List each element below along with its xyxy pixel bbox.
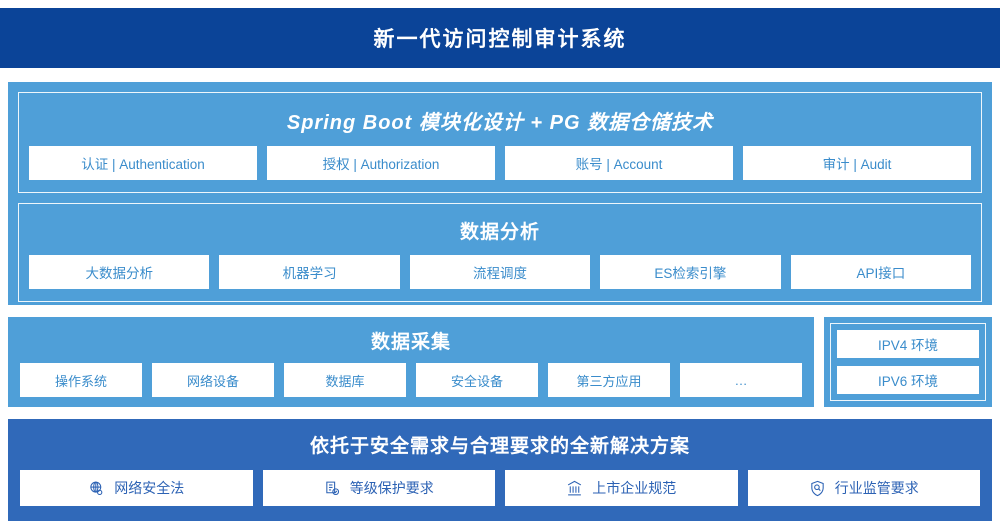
chip-api-interface[interactable]: API接口 [790, 255, 972, 289]
chip-account[interactable]: 账号 | Account [505, 146, 733, 180]
shield-search-icon [809, 480, 826, 497]
header-bar: 新一代访问控制审计系统 [0, 8, 1000, 68]
solution-panel: 依托于安全需求与合理要求的全新解决方案 网络安全法 [8, 419, 992, 521]
chip-label: 上市企业规范 [592, 480, 677, 496]
chip-machine-learning[interactable]: 机器学习 [219, 255, 400, 289]
platform-panel: Spring Boot 模块化设计 + PG 数据仓储技术 认证 | Authe… [8, 82, 992, 305]
solution-chip-row: 网络安全法 等级保护要求 [20, 470, 980, 506]
collection-panel: 数据采集 操作系统 网络设备 数据库 安全设备 第三方应用 … [8, 317, 814, 407]
chip-big-data-analysis[interactable]: 大数据分析 [29, 255, 210, 289]
page-title: 新一代访问控制审计系统 [373, 28, 627, 51]
bank-icon [566, 480, 583, 497]
chip-cybersecurity-law[interactable]: 网络安全法 [20, 470, 253, 506]
analysis-block-title: 数据分析 [459, 222, 540, 243]
platform-chip-row: 认证 | Authentication 授权 | Authorization 账… [29, 146, 971, 180]
chip-label: 行业监管要求 [834, 480, 919, 496]
environment-inner: IPV4 环境 IPV6 环境 [830, 323, 986, 401]
chip-database[interactable]: 数据库 [284, 363, 406, 397]
chip-industry-regulation[interactable]: 行业监管要求 [747, 470, 980, 506]
chip-ipv6-environment[interactable]: IPV6 环境 [837, 366, 979, 394]
chip-third-party-app[interactable]: 第三方应用 [548, 363, 670, 397]
platform-block: Spring Boot 模块化设计 + PG 数据仓储技术 认证 | Authe… [18, 92, 982, 193]
chip-authentication[interactable]: 认证 | Authentication [29, 146, 257, 180]
chip-classified-protection[interactable]: 等级保护要求 [262, 470, 495, 506]
chip-authorization[interactable]: 授权 | Authorization [267, 146, 495, 180]
collection-block-title: 数据采集 [370, 332, 451, 353]
platform-block-title: Spring Boot 模块化设计 + PG 数据仓储技术 [286, 112, 714, 134]
solution-block-title: 依托于安全需求与合理要求的全新解决方案 [309, 436, 690, 457]
chip-audit[interactable]: 审计 | Audit [743, 146, 971, 180]
chip-network-device[interactable]: 网络设备 [152, 363, 274, 397]
collection-chip-row: 操作系统 网络设备 数据库 安全设备 第三方应用 … [20, 363, 802, 397]
chip-es-search-engine[interactable]: ES检索引擎 [600, 255, 781, 289]
chip-label: 等级保护要求 [349, 480, 434, 496]
chip-operating-system[interactable]: 操作系统 [20, 363, 142, 397]
chip-ipv4-environment[interactable]: IPV4 环境 [837, 330, 979, 358]
chip-more-ellipsis[interactable]: … [680, 363, 802, 397]
globe-icon [88, 480, 105, 497]
chip-label: 网络安全法 [114, 480, 185, 496]
analysis-chip-row: 大数据分析 机器学习 流程调度 ES检索引擎 API接口 [29, 255, 972, 289]
chip-process-scheduling[interactable]: 流程调度 [409, 255, 591, 289]
collection-row: 数据采集 操作系统 网络设备 数据库 安全设备 第三方应用 … IPV4 环境 … [8, 317, 992, 407]
environment-panel: IPV4 环境 IPV6 环境 [824, 317, 992, 407]
chip-security-device[interactable]: 安全设备 [416, 363, 538, 397]
chip-listed-company-norms[interactable]: 上市企业规范 [505, 470, 738, 506]
document-check-icon [324, 480, 341, 497]
analysis-block: 数据分析 大数据分析 机器学习 流程调度 ES检索引擎 API接口 [18, 203, 982, 302]
